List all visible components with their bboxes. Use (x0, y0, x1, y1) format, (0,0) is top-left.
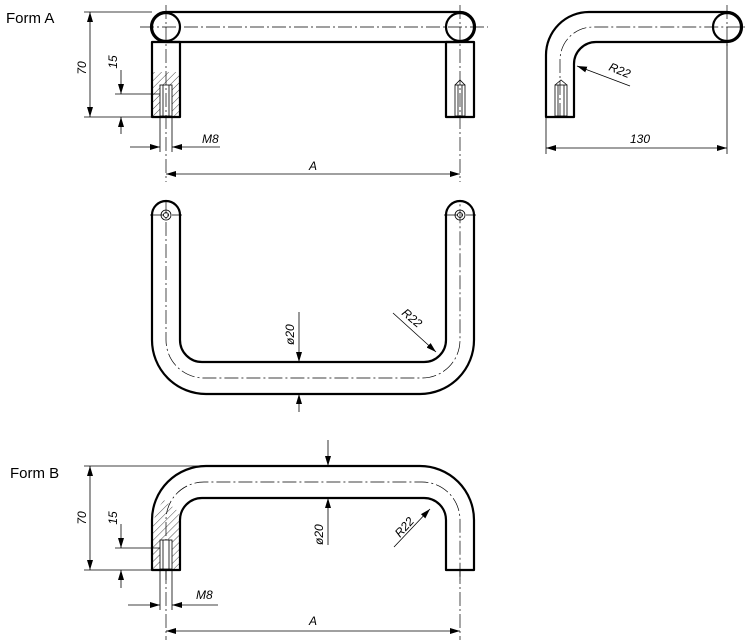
side-depth-dim: 130 (630, 132, 650, 146)
form-b-radius-dim: R22 (392, 514, 417, 540)
form-a-dimensions: 70 15 M8 A (75, 11, 460, 177)
form-b-diameter-dim: ø20 (312, 524, 326, 545)
side-thread (554, 84, 568, 117)
form-b-handle-outline (150, 464, 476, 572)
top-diameter-dim: ø20 (283, 324, 297, 345)
form-a-centre-distance-dim: A (308, 159, 317, 173)
form-a-side-view: R22 130 (544, 5, 745, 154)
form-b-left-leg-section (153, 500, 179, 569)
form-a-label: Form A (6, 10, 55, 27)
side-radius-dim: R22 (607, 60, 633, 81)
form-a-thread-dim: M8 (202, 132, 219, 146)
form-b-thread-depth-dim: 15 (106, 511, 120, 525)
form-b-centre-distance-dim: A (308, 614, 317, 628)
form-a-height-dim: 70 (75, 61, 89, 75)
form-a-thread-depth-dim: 15 (106, 55, 120, 69)
form-a-top-view: ø20 R22 (150, 199, 476, 412)
form-b-thread-bore (159, 539, 173, 570)
form-b-front-view (150, 464, 476, 640)
top-handle-outline (150, 199, 476, 396)
form-b-height-dim: 70 (75, 511, 89, 525)
form-a-front-view (140, 5, 488, 182)
form-b-thread-dim: M8 (196, 588, 213, 602)
top-radius-dim: R22 (399, 306, 425, 331)
form-b-label: Form B (10, 465, 60, 482)
form-b-dimensions: 70 15 M8 ø20 R22 A (75, 440, 460, 634)
